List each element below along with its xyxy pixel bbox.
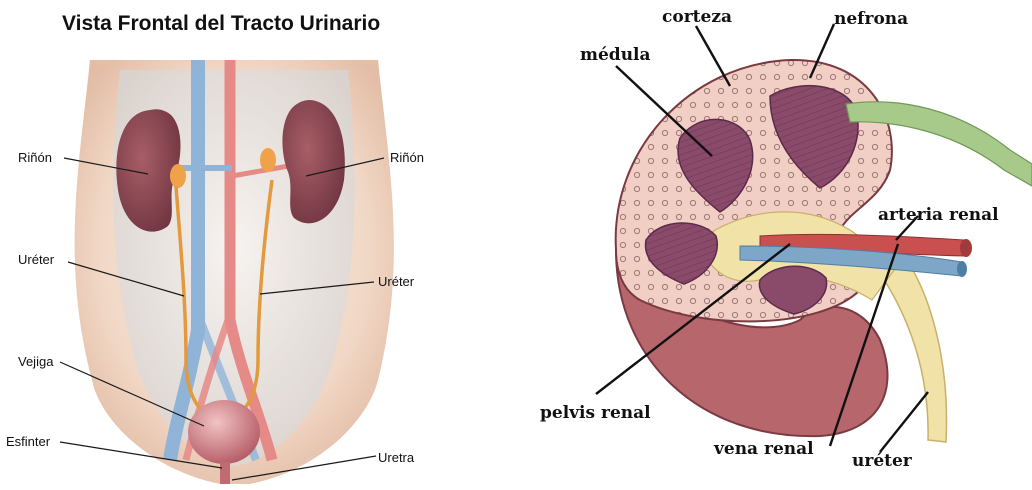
label-renal-vein: vena renal — [713, 439, 814, 459]
label-kidney-right: Riñón — [390, 150, 424, 165]
label-urethra: Uretra — [378, 450, 415, 465]
renal-vein-end — [957, 261, 967, 277]
label-nephron: nefrona — [834, 9, 908, 29]
leader-cortex — [696, 26, 730, 86]
left-kidney-shape — [116, 109, 180, 231]
adrenal-right — [260, 148, 276, 172]
urethra-shape — [220, 462, 230, 484]
label-sphincter: Esfinter — [6, 434, 51, 449]
label-ureter-left: Uréter — [18, 252, 55, 267]
label-renal-pelvis: pelvis renal — [540, 403, 651, 423]
adrenal-left — [170, 164, 186, 188]
leader-ureter — [880, 392, 928, 452]
left-title: Vista Frontal del Tracto Urinario — [62, 12, 380, 35]
renal-artery-end — [960, 239, 972, 257]
right-panel: corteza nefrona médula arteria renal pel… — [540, 7, 1032, 471]
right-kidney-shape — [282, 100, 344, 223]
label-kidney-left: Riñón — [18, 150, 52, 165]
label-cortex: corteza — [662, 7, 732, 27]
left-panel: Vista Frontal del Tracto Urinario — [6, 12, 424, 484]
label-ureter: uréter — [852, 451, 913, 471]
bladder-shape — [188, 400, 260, 464]
label-bladder: Vejiga — [18, 354, 54, 369]
label-medulla: médula — [580, 45, 651, 65]
label-ureter-right: Uréter — [378, 274, 415, 289]
label-renal-artery: arteria renal — [878, 205, 999, 225]
